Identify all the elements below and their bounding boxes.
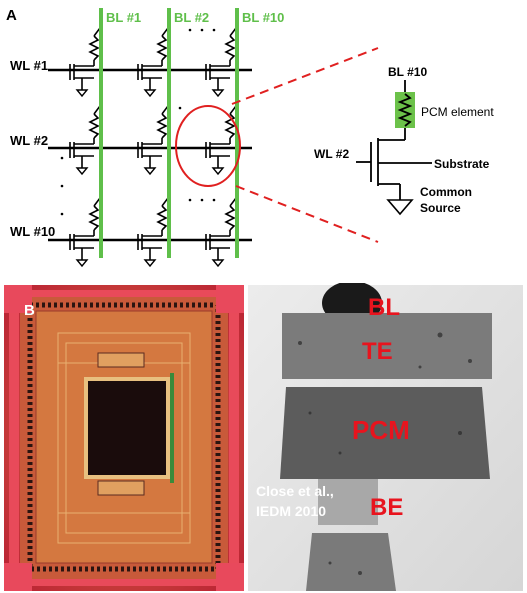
- zoom-wordline-label: WL #2: [314, 147, 349, 161]
- memory-array-block: [84, 377, 170, 479]
- cell-r1-c1: [69, 35, 99, 97]
- circuit-schematic: A BL #1 BL #2 BL #10 WL #1 WL #2 WL #10: [6, 7, 494, 267]
- common-source-label-2: Source: [420, 201, 461, 215]
- cell-r1-c10: [205, 35, 235, 97]
- zoom-bitline-label: BL #10: [388, 65, 427, 79]
- bitline-label-1: BL #1: [106, 10, 141, 25]
- citation-line-2: IEDM 2010: [256, 503, 326, 519]
- cell-r1-c2: [137, 35, 167, 97]
- wordline-label-1: WL #1: [10, 58, 48, 73]
- panel-b-letter: B: [24, 302, 35, 319]
- layer-label-pcm: PCM: [352, 415, 410, 445]
- substrate-label: Substrate: [434, 157, 490, 171]
- wordline-label-10: WL #10: [10, 224, 55, 239]
- cell-r10-c10: [205, 205, 235, 267]
- wordline-label-2: WL #2: [10, 133, 48, 148]
- zoom-dashed-line-top: [231, 47, 379, 105]
- cell-r10-c1: [69, 205, 99, 267]
- bitline-label-10: BL #10: [242, 10, 284, 25]
- zoomed-cell: BL #10 PCM element WL #2 Substrate Commo…: [314, 65, 494, 216]
- photo-panel: B BL TE PCM BE Close et al., IEDM 2010: [4, 283, 523, 591]
- cell-r2-c10: [205, 113, 235, 175]
- ellipsis-dots: [60, 28, 216, 216]
- citation-line-1: Close et al.,: [256, 483, 334, 499]
- cell-r10-c2: [137, 205, 167, 267]
- chip-micrograph: B: [4, 285, 244, 591]
- zoom-highlight-circle: [175, 105, 241, 187]
- panel-a-letter: A: [6, 7, 17, 24]
- bitline-label-2: BL #2: [174, 10, 209, 25]
- tem-cross-section: BL TE PCM BE Close et al., IEDM 2010: [248, 283, 523, 591]
- pcm-element-rect: [395, 92, 415, 128]
- zoom-dashed-line-bottom: [235, 185, 379, 243]
- layer-label-te: TE: [362, 338, 393, 365]
- pcm-element-label: PCM element: [421, 105, 494, 119]
- common-source-label-1: Common: [420, 185, 472, 199]
- cell-r2-c2: [137, 113, 167, 175]
- cell-r2-c1: [69, 113, 99, 175]
- layer-label-be: BE: [370, 494, 403, 521]
- layer-label-bl: BL: [368, 294, 400, 321]
